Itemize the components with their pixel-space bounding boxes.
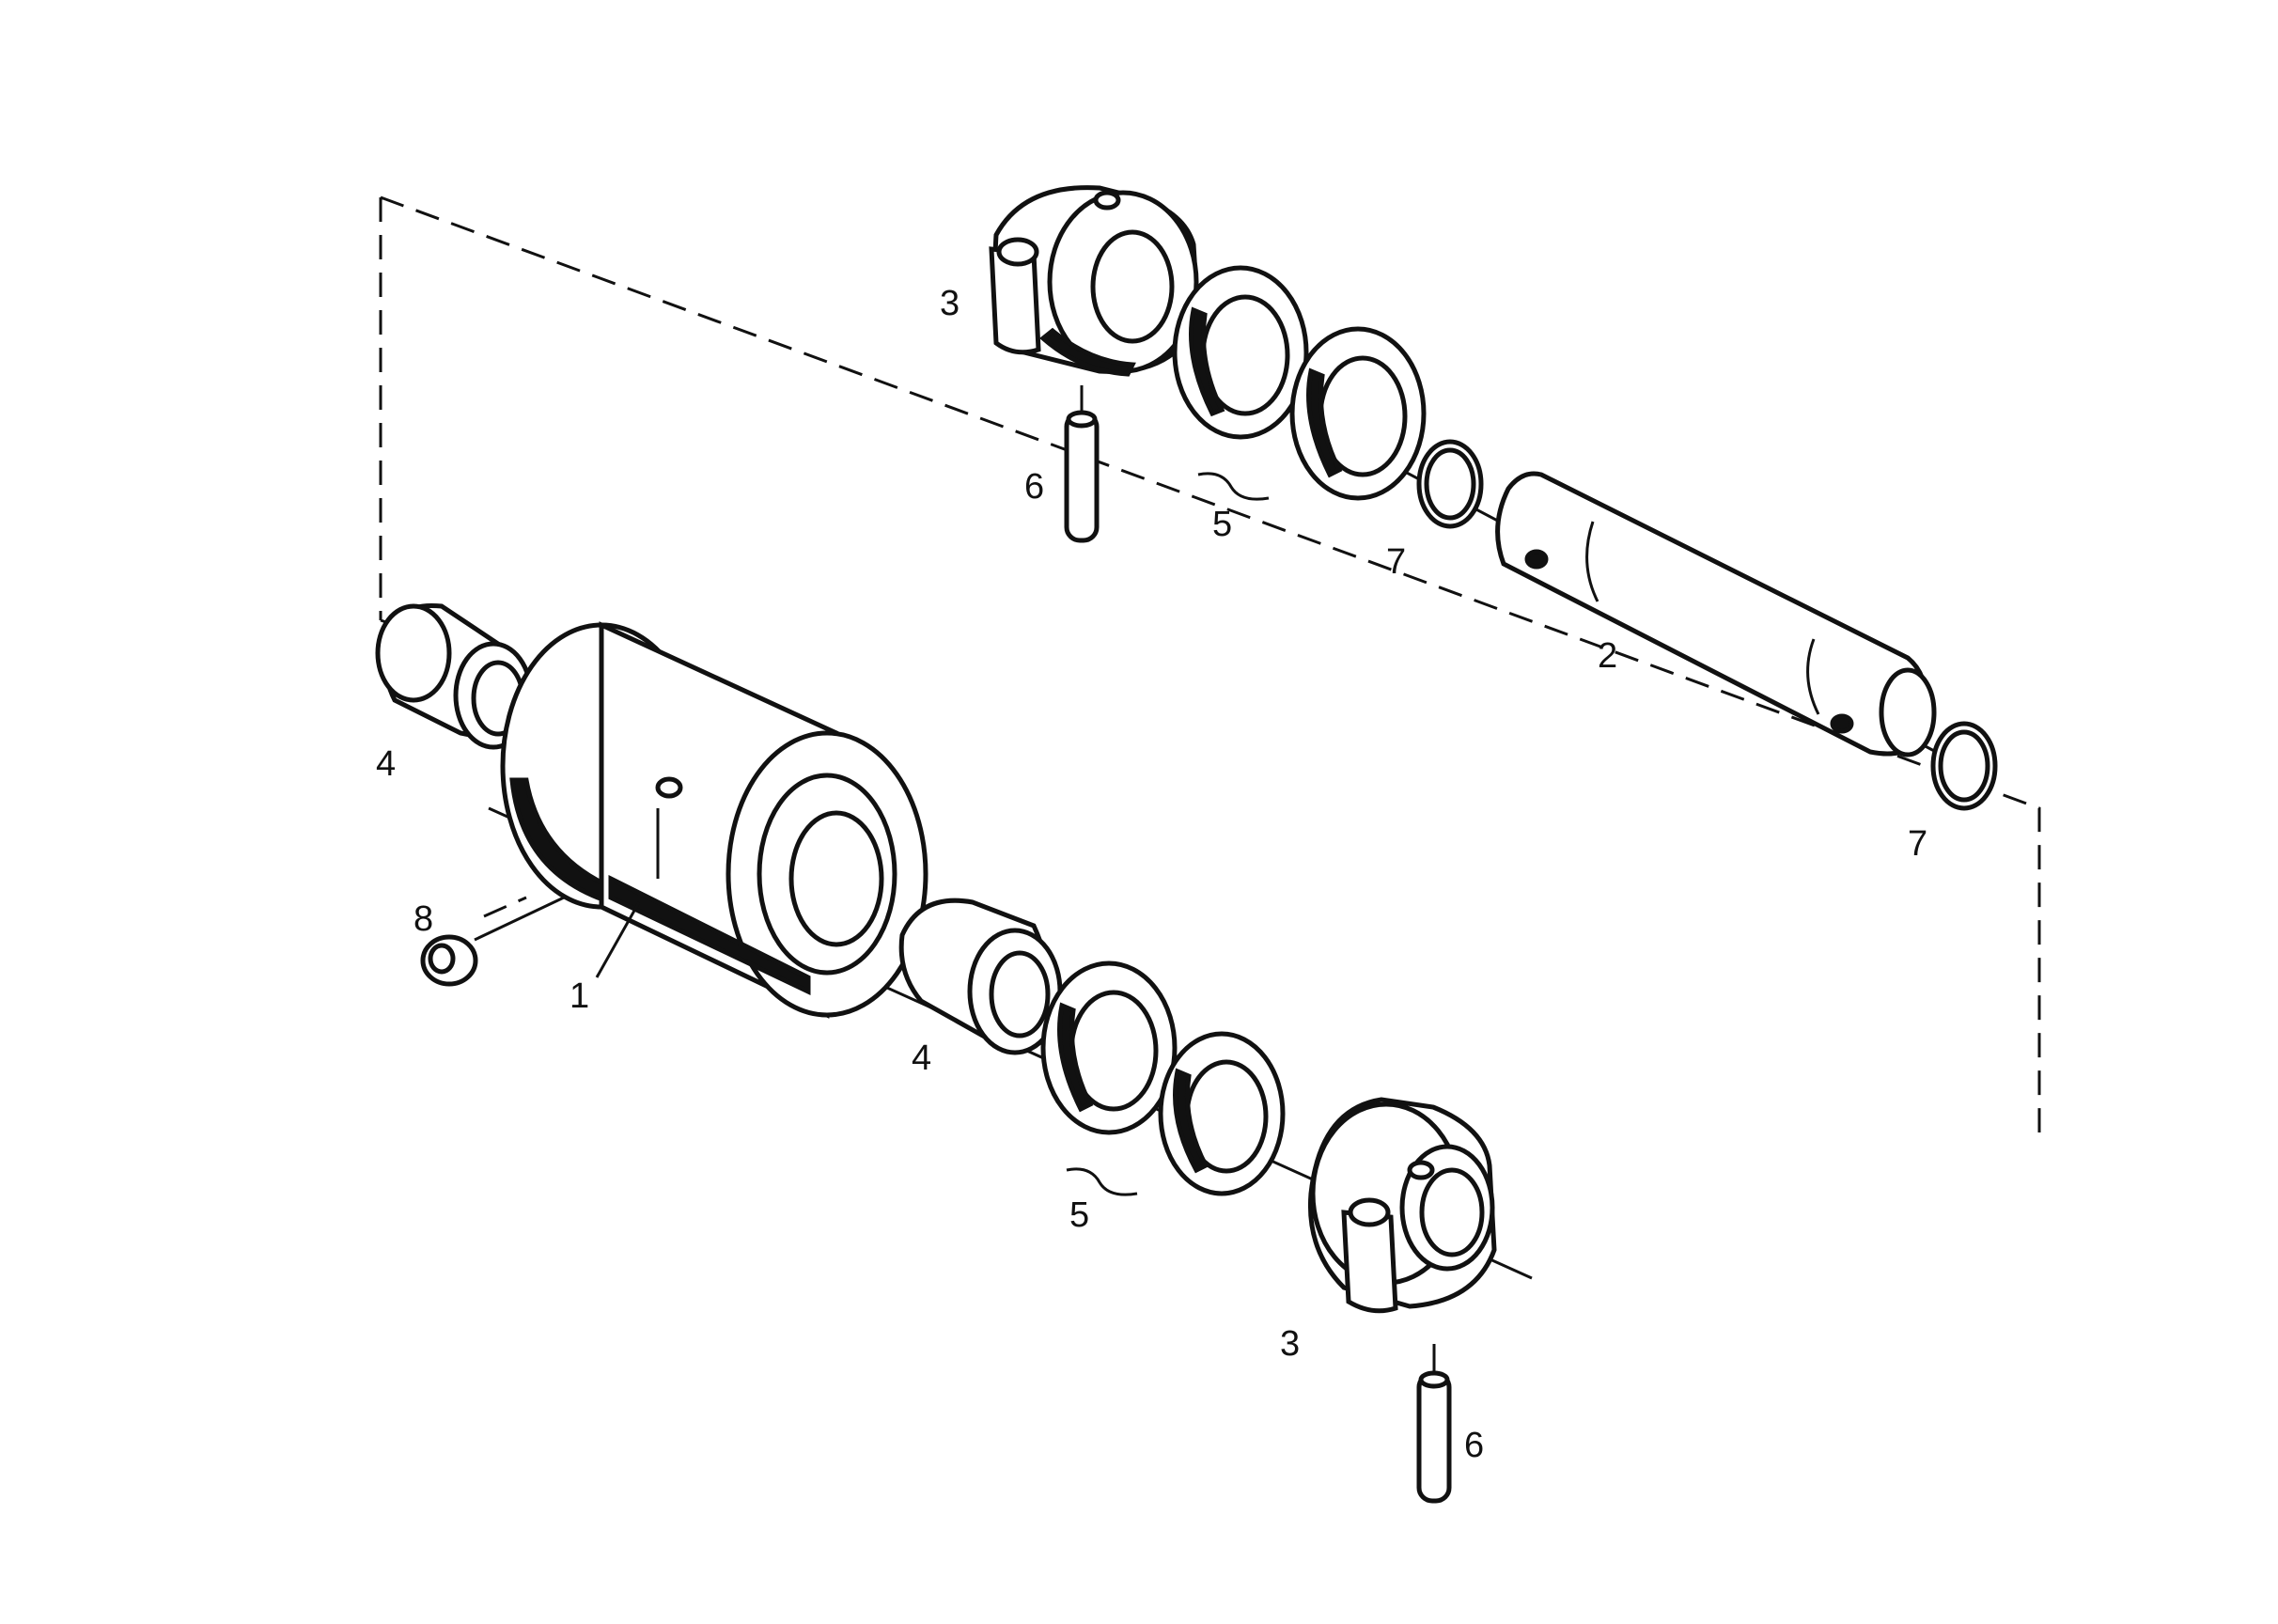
collar-top [989,185,1201,377]
label-oring-left: 7 [1386,542,1406,582]
seal-top-b [1289,326,1427,501]
seal-bottom-b [1158,1031,1286,1196]
seal-bottom-brace [1066,1167,1138,1196]
label-oring-right: 7 [1908,824,1927,864]
label-roller: 1 [570,976,589,1016]
label-shaft: 2 [1598,636,1617,676]
pin-bottom [1416,1344,1452,1504]
label-plug: 8 [413,899,433,939]
bushing-left [375,602,534,750]
plug [420,896,565,987]
leader-roller [595,901,641,978]
seal-bottom-a [1040,960,1178,1135]
label-bushing-left: 4 [376,744,396,784]
label-collar-bottom: 3 [1280,1324,1300,1364]
seal-top-brace [1197,472,1270,501]
shaft [1495,471,1937,757]
assembly-dashed-diagonal [483,896,527,918]
label-pin-top: 6 [1024,467,1044,507]
label-seal-top: 5 [1212,505,1232,544]
roller [500,621,928,1019]
collar-bottom [1307,1097,1497,1314]
seal-top-a [1172,265,1309,440]
label-collar-top: 3 [940,284,960,323]
label-seal-bottom: 5 [1069,1195,1089,1235]
bushing-right [898,898,1063,1055]
label-bushing-right: 4 [912,1038,931,1078]
label-pin-bottom: 6 [1464,1426,1484,1465]
pin-top [1064,385,1100,543]
